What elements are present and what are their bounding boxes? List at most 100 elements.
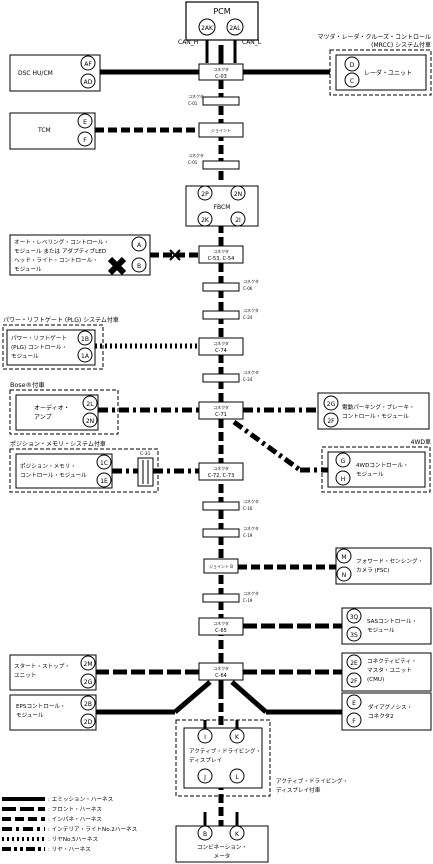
startstop-pin-2g: 2G: [84, 679, 93, 686]
memory-caption: ポジション・メモリ・システム付車: [10, 440, 106, 448]
sas-pin-3s: 3S: [350, 632, 358, 639]
connector-c72-title: コネクタ: [213, 465, 229, 471]
pcm-box: [185, 1, 259, 41]
legend-label: : インテリア・ライトNo.2ハーネス: [48, 826, 138, 833]
connector-c19a-id: C-19: [243, 533, 253, 538]
audio-amp-line-1: オーディオ・: [34, 404, 70, 412]
fbcm-pin-2i: 2I: [235, 217, 241, 224]
connector-c03-id: C-03: [215, 74, 227, 80]
diag-pin-e: E: [352, 700, 356, 707]
fbcm-pin-2n: 2N: [234, 191, 242, 198]
audio-amp-line-2: アンプ: [34, 414, 52, 421]
connector-c19-upper: [202, 528, 240, 538]
active-line-2: ディスプレイ: [189, 756, 222, 764]
connector-c64-id: C-64: [215, 673, 227, 679]
legend-item: : インパネ・ハーネス: [2, 816, 102, 823]
connector-c16: [202, 501, 240, 511]
sas-line-2: モジュール: [367, 627, 395, 634]
meter-line-1: コンビネーション・: [197, 843, 247, 851]
legend-label: : リヤ・ハーネス: [48, 846, 91, 853]
leveling-line-3: ヘッド・ライト・コントロール・: [14, 257, 98, 264]
connector-c24b-id: C-24: [243, 377, 253, 382]
connector-c06-title: コネクタ: [243, 278, 259, 284]
startstop-line-1: スタート・ストップ・: [14, 662, 70, 670]
joint-b-label: ジョイント B: [209, 564, 233, 569]
diag-pin-f: F: [352, 718, 356, 725]
harness-legend: : エミッション・ハーネス : フロント・ハーネス : インパネ・ハーネス : …: [2, 796, 138, 853]
connector-c24a-id: C-24: [243, 315, 253, 320]
active-pin-k: K: [235, 734, 240, 741]
memory-pin-1e: 1E: [100, 478, 108, 485]
connector-c01-upper: [202, 96, 240, 106]
connector-c01b-id: C-01: [188, 160, 198, 165]
combination-meter-box: [175, 825, 269, 863]
leveling-pin-b: B: [137, 263, 141, 270]
startstop-line-2: ユニット: [14, 672, 36, 679]
startstop-pin-2m: 2M: [84, 661, 93, 668]
connector-c19a-title: コネクタ: [243, 525, 259, 531]
joint-a-label: ジョイント: [211, 128, 231, 133]
joint-b: [203, 558, 239, 574]
fourwd-line-2: モジュール: [356, 471, 384, 478]
connector-c19b-id: C-19: [243, 598, 253, 603]
connector-c24b-title: コネクタ: [243, 369, 259, 375]
fsc-line-2: カメラ (FSC): [356, 567, 390, 574]
sas-line-1: SASコントロール・: [367, 618, 417, 625]
legend-label: : インパネ・ハーネス: [48, 816, 102, 823]
legend-label: : エミッション・ハーネス: [48, 796, 114, 803]
open-circuit-icon: [107, 256, 127, 276]
parking-pin-2f: 2F: [327, 418, 335, 425]
connector-c24-lower: [202, 373, 240, 383]
mrcc-caption-2: (MRCC) システム付車: [371, 41, 431, 49]
connector-c65-id: C-65: [215, 628, 227, 634]
connector-c65: [198, 617, 244, 636]
fsc-pin-m: M: [341, 554, 346, 561]
dsc-pin-ad: AD: [84, 79, 93, 86]
legend-label: : リヤNo.5ハーネス: [48, 836, 98, 843]
connector-c01a-id: C-01: [188, 101, 198, 106]
bose-option-frame: [9, 389, 119, 435]
cmu-pin-2f: 2F: [350, 678, 358, 685]
meter-pin-b: B: [203, 831, 207, 838]
connector-c16-id: C-16: [243, 506, 253, 511]
fbcm-label: FBCM: [214, 204, 231, 211]
connector-c16-title: コネクタ: [243, 498, 259, 504]
connector-c01-lower: [202, 160, 240, 170]
leveling-pin-a: A: [137, 242, 142, 249]
cmu-line-3: (CMU): [367, 677, 384, 683]
plg-option-frame: [2, 324, 104, 370]
connector-c06: [202, 282, 240, 292]
connector-c72-id: C-72, C-73: [208, 473, 235, 479]
legend-item: : フロント・ハーネス: [2, 806, 102, 813]
legend-item: : インテリア・ライトNo.2ハーネス: [2, 826, 138, 833]
connector-c53-id: C-53, C-54: [208, 256, 235, 262]
connector-c31: [137, 457, 154, 487]
audio-amp-pin-2n: 2N: [86, 418, 94, 425]
disconnect-mark-icon: [169, 249, 181, 261]
connector-c24-upper: [202, 310, 240, 320]
tcm-pin-f: F: [83, 137, 87, 144]
connector-c74-id: C-74: [215, 348, 227, 354]
connector-c74: [198, 337, 244, 356]
parking-pin-2g: 2G: [327, 401, 336, 408]
plg-pin-1a: 1A: [81, 353, 90, 360]
fourwd-pin-h: H: [341, 476, 346, 483]
parking-line-2: コントロール・モジュール: [342, 413, 409, 420]
connector-c71: [198, 401, 244, 420]
fsc-box: [335, 547, 432, 585]
pcm-label: PCM: [213, 7, 230, 16]
connector-c64-title: コネクタ: [213, 665, 229, 671]
connector-c65-title: コネクタ: [213, 620, 229, 626]
legend-item: : リヤ・ハーネス: [2, 846, 91, 853]
connector-c24a-title: コネクタ: [243, 307, 259, 313]
diag-line-1: ダイアグノシス・: [368, 703, 412, 711]
connector-c72-c73: [198, 462, 244, 481]
plg-pin-1b: 1B: [81, 336, 89, 343]
pcm-pin-can-h: 2AK: [201, 25, 214, 32]
leveling-module-box: [9, 234, 151, 276]
memory-pin-1c: 1C: [100, 460, 108, 467]
active-pin-l: L: [235, 774, 239, 781]
memory-line-2: コントロール・モジュール: [20, 472, 87, 479]
eps-pin-2b: 2B: [84, 701, 92, 708]
